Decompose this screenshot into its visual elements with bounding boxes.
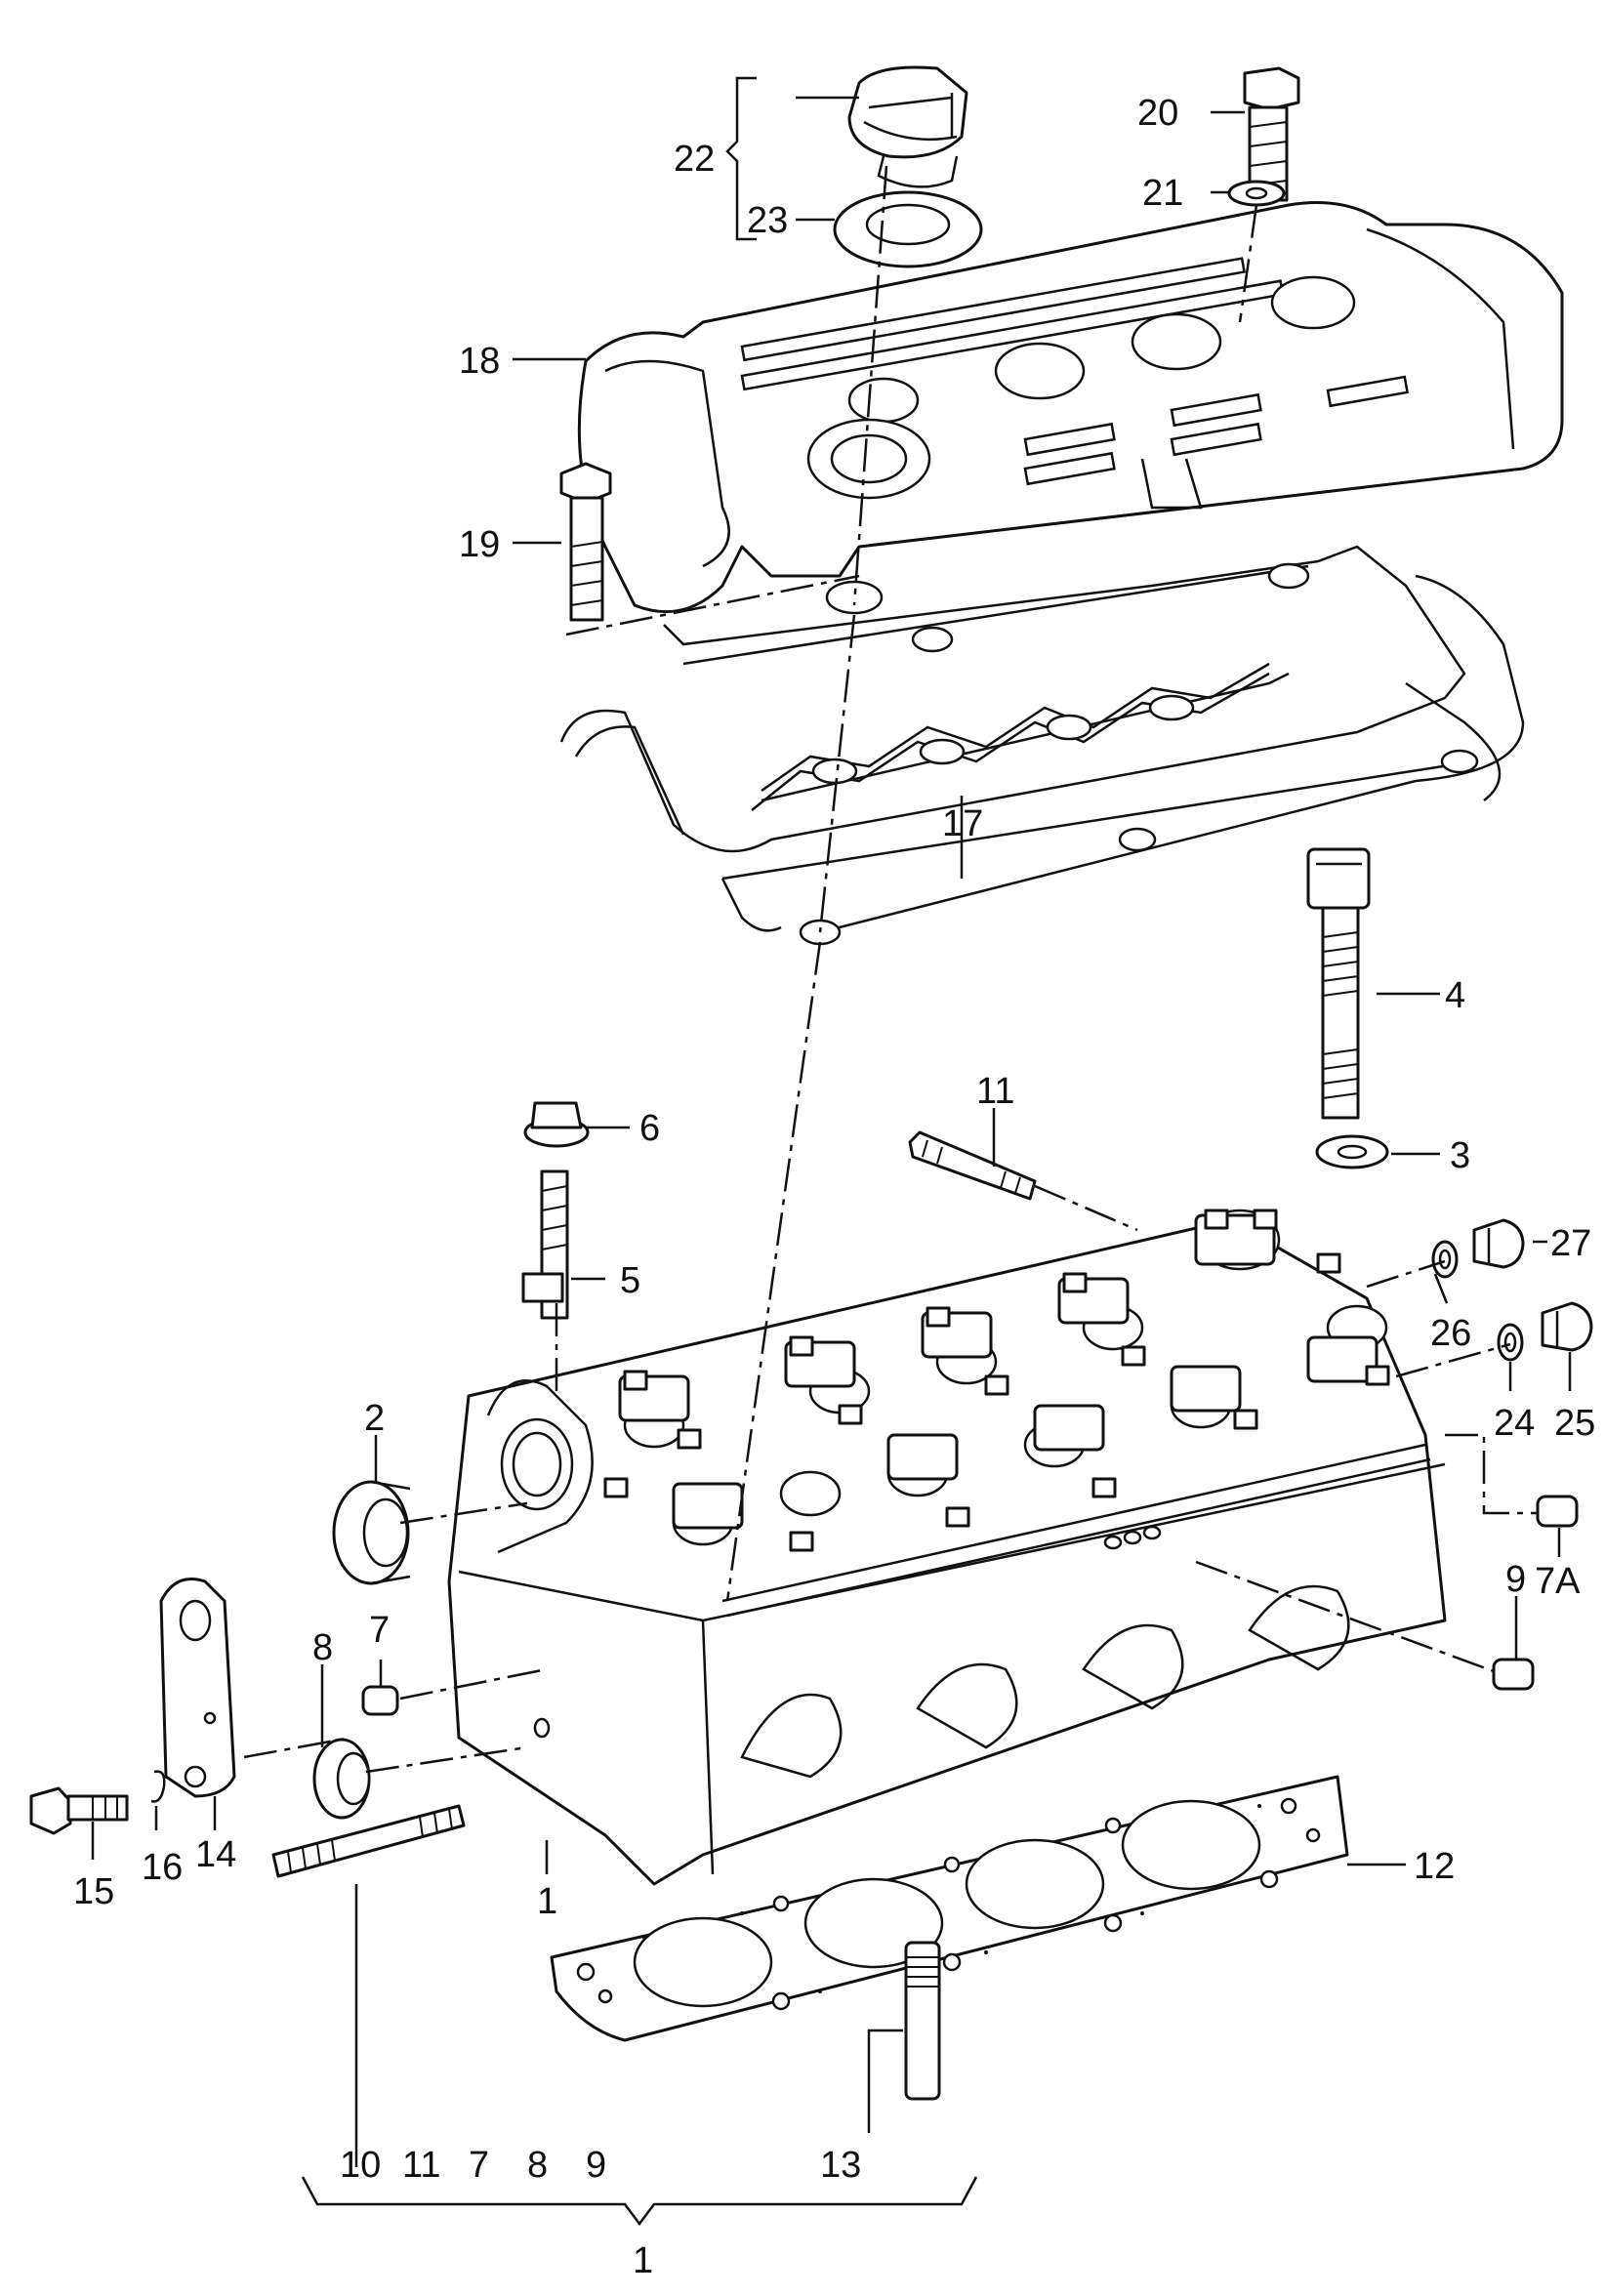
oil-cap-seal[interactable] xyxy=(833,190,983,268)
stud-5[interactable] xyxy=(521,1169,569,1320)
callout-4: 4 xyxy=(1445,975,1465,1016)
washer-24[interactable] xyxy=(1497,1323,1524,1362)
seal-2[interactable] xyxy=(332,1480,411,1585)
plug-7a[interactable] xyxy=(1536,1495,1579,1528)
callout-27: 27 xyxy=(1550,1223,1591,1264)
callout-17: 17 xyxy=(942,803,983,844)
plug-7[interactable] xyxy=(361,1685,399,1716)
callout-26: 26 xyxy=(1430,1313,1471,1354)
bolt-19[interactable] xyxy=(559,462,612,622)
callout-20: 20 xyxy=(1137,93,1178,134)
valve-cover-gasket[interactable] xyxy=(559,545,1525,946)
washer-3[interactable] xyxy=(1315,1134,1389,1169)
callout-9: 9 xyxy=(1505,1559,1526,1600)
valve-guide-13[interactable] xyxy=(904,1941,941,2101)
head-gasket-12[interactable] xyxy=(550,1775,1349,2042)
nut-6[interactable] xyxy=(523,1101,590,1148)
callout-14: 14 xyxy=(195,1834,236,1875)
callout-22: 22 xyxy=(674,139,715,180)
seal-8[interactable] xyxy=(312,1738,371,1820)
callout-group-11: 11 xyxy=(402,2145,440,2186)
callout-24: 24 xyxy=(1494,1403,1535,1444)
callout-3: 3 xyxy=(1450,1135,1470,1176)
callout-group-13: 13 xyxy=(820,2145,861,2186)
stud-11-upper[interactable] xyxy=(908,1130,1037,1201)
callout-2: 2 xyxy=(364,1398,385,1439)
callout-21: 21 xyxy=(1142,173,1183,214)
bracket-14[interactable] xyxy=(159,1578,236,1798)
callout-group-7: 7 xyxy=(469,2145,489,2186)
valve-cover[interactable] xyxy=(577,201,1564,615)
oil-filler-cap[interactable] xyxy=(847,65,968,188)
callout-12: 12 xyxy=(1414,1846,1455,1887)
callout-19: 19 xyxy=(459,524,500,565)
head-bolt-4[interactable] xyxy=(1306,847,1371,1120)
plug-27[interactable] xyxy=(1472,1218,1525,1269)
bolt-15[interactable] xyxy=(29,1786,129,1835)
callout-15: 15 xyxy=(73,1871,114,1912)
callout-25: 25 xyxy=(1554,1403,1595,1444)
callout-1-head: 1 xyxy=(537,1881,557,1922)
cylinder-head[interactable] xyxy=(447,1209,1447,1886)
callout-16: 16 xyxy=(142,1847,183,1888)
callout-group-8: 8 xyxy=(527,2145,548,2186)
callout-group-9: 9 xyxy=(586,2145,606,2186)
callout-7a: 7A xyxy=(1535,1561,1581,1602)
callout-11-upper: 11 xyxy=(976,1071,1014,1112)
spring-washer-16[interactable] xyxy=(150,1770,166,1803)
callout-23: 23 xyxy=(747,200,788,241)
callout-18: 18 xyxy=(459,341,500,382)
washer-21[interactable] xyxy=(1227,180,1286,207)
callout-labels: 22 23 20 21 18 19 17 4 3 11 6 5 27 26 24… xyxy=(73,93,1595,2281)
plug-9[interactable] xyxy=(1492,1658,1535,1691)
leader-lines xyxy=(91,76,1572,2227)
callout-6: 6 xyxy=(639,1108,660,1149)
washer-26[interactable] xyxy=(1431,1240,1459,1279)
callout-7: 7 xyxy=(369,1610,390,1651)
alignment-lines xyxy=(243,165,1538,1774)
callout-group-total-1: 1 xyxy=(633,2240,653,2281)
callout-group-10: 10 xyxy=(340,2145,381,2186)
stud-10[interactable] xyxy=(271,1804,466,1878)
plug-25[interactable] xyxy=(1541,1301,1593,1352)
callout-5: 5 xyxy=(620,1260,640,1301)
callout-8: 8 xyxy=(312,1627,333,1668)
